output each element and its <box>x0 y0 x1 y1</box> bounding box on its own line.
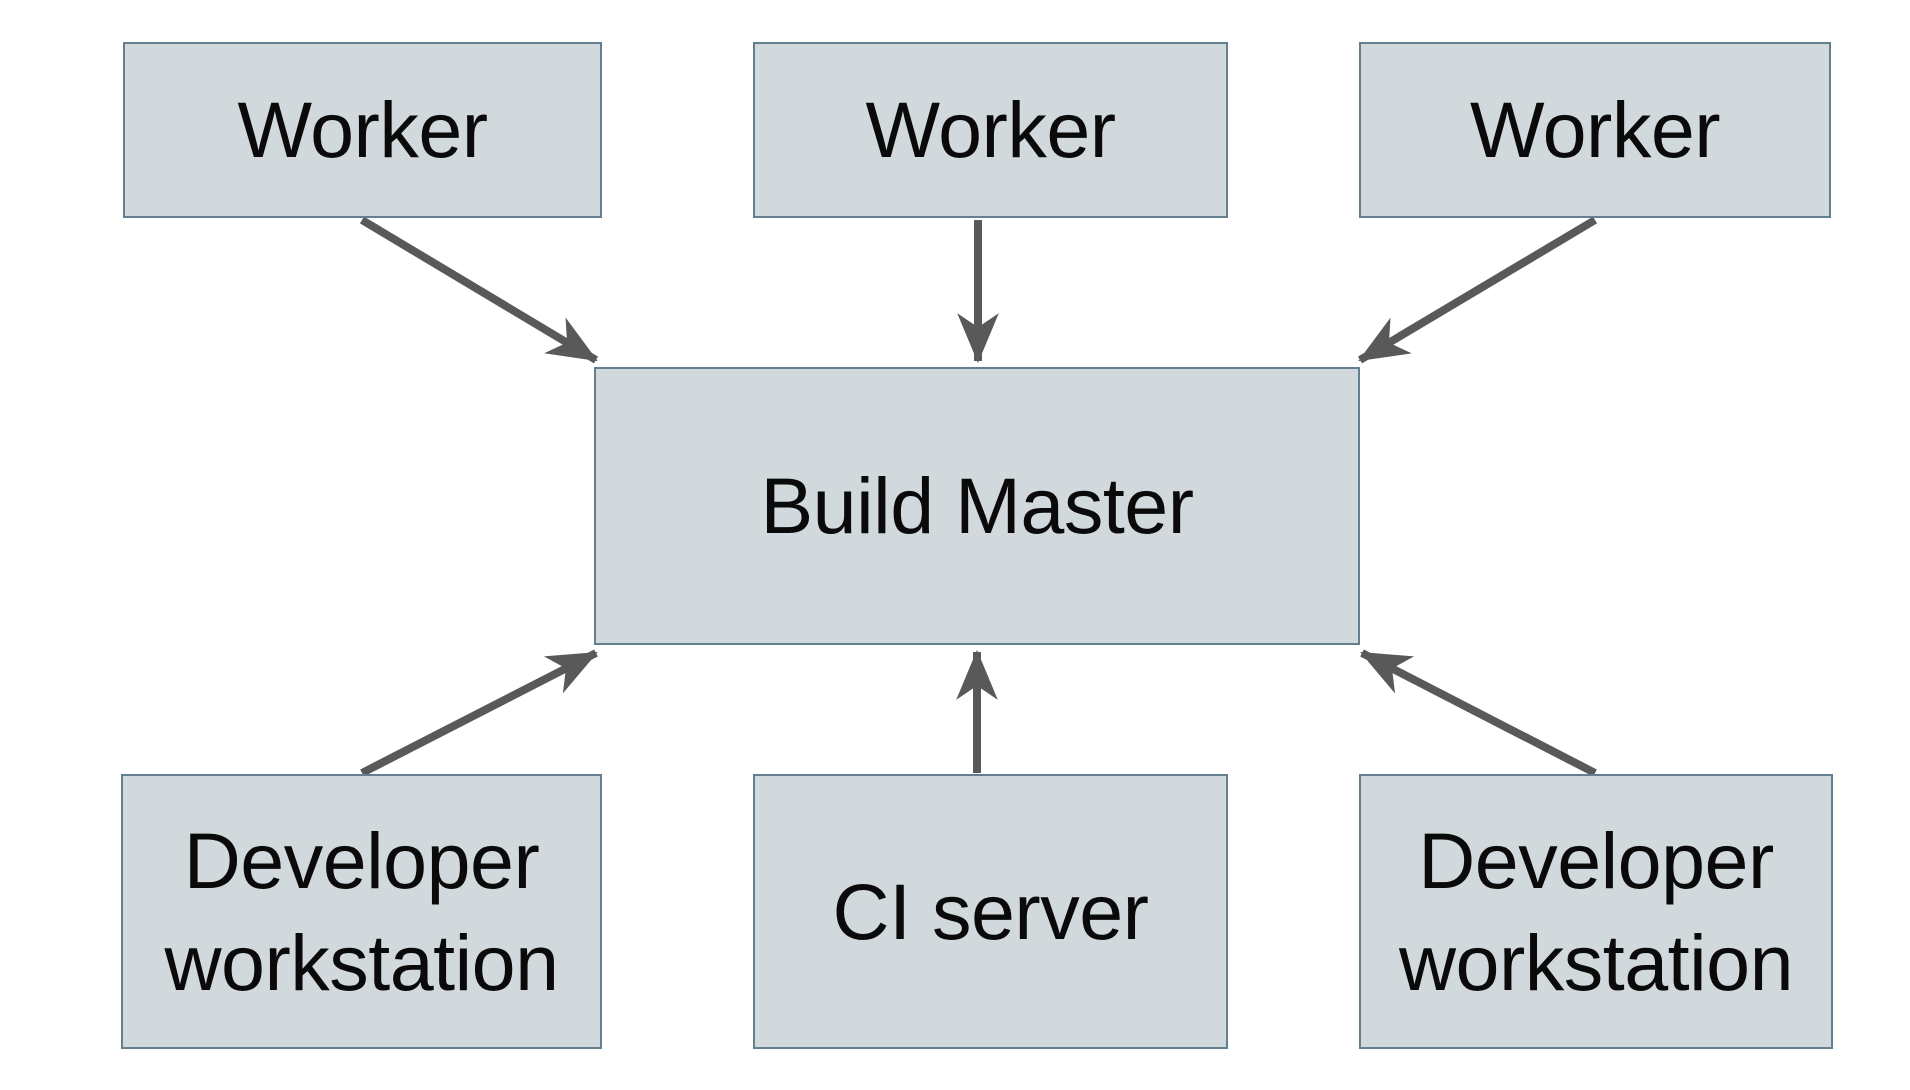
edge-developer-workstation-2-to-build-master <box>1360 649 1597 777</box>
node-label-worker-1: Worker <box>237 85 488 175</box>
edge-developer-workstation-1-to-build-master <box>360 649 598 777</box>
node-label-worker-3: Worker <box>1469 85 1721 175</box>
edge-worker-3-to-build-master <box>1357 216 1598 364</box>
node-build-master: Build Master <box>594 367 1360 645</box>
node-label-developer-workstation-2: Developer workstation <box>1398 816 1794 1007</box>
node-label-ci-server: CI server <box>832 866 1149 956</box>
node-label-build-master: Build Master <box>760 461 1194 551</box>
node-worker-2: Worker <box>753 42 1228 218</box>
node-developer-workstation-1: Developer workstation <box>121 774 602 1049</box>
edge-group <box>359 216 1598 777</box>
node-ci-server: CI server <box>753 774 1228 1049</box>
edge-worker-1-to-build-master <box>359 216 599 364</box>
node-worker-3: Worker <box>1359 42 1831 218</box>
node-label-developer-workstation-1: Developer workstation <box>164 816 559 1007</box>
node-label-worker-2: Worker <box>865 85 1116 175</box>
node-developer-workstation-2: Developer workstation <box>1359 774 1833 1049</box>
node-worker-1: Worker <box>123 42 602 218</box>
